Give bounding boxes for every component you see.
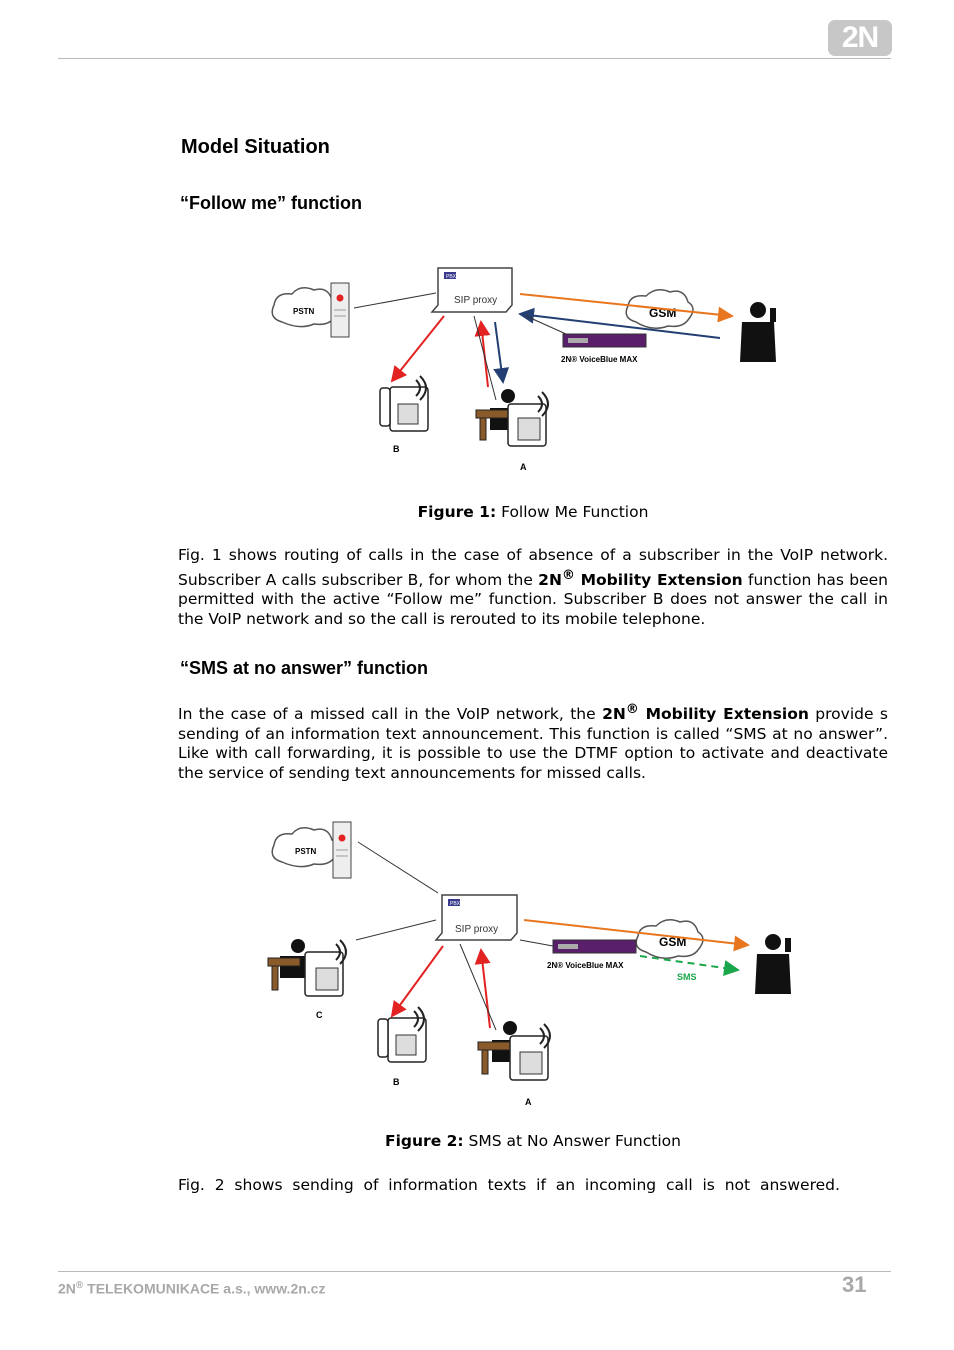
label-a: A: [525, 1097, 532, 1107]
follow-me-paragraph: Fig. 1 shows routing of calls in the cas…: [178, 546, 888, 629]
sip-proxy-icon: PBX SIP proxy: [432, 268, 512, 312]
sms-closing-paragraph: Fig. 2 shows sending of information text…: [178, 1176, 888, 1196]
pstn-cloud-icon: PSTN: [272, 288, 338, 327]
figure-2-caption-label: Figure 2:: [385, 1132, 464, 1150]
label-b: B: [393, 1077, 400, 1087]
pstn-server-icon: [331, 283, 349, 337]
section-title: Model Situation: [181, 136, 330, 159]
sms-product-brand: 2N: [602, 705, 626, 723]
follow-me-product-brand: 2N: [538, 571, 562, 589]
figure-1-caption-text: Follow Me Function: [496, 503, 648, 521]
phone-a-icon: A: [478, 1021, 550, 1107]
pstn-server-icon: [333, 822, 351, 878]
phone-b-icon: B: [378, 1007, 426, 1087]
footer-rule: [58, 1271, 891, 1272]
sms-label: SMS: [677, 972, 697, 982]
sip-proxy-label: SIP proxy: [455, 924, 498, 935]
mobile-subscriber-icon: [740, 302, 776, 362]
follow-me-heading: “Follow me” function: [180, 193, 362, 214]
sms-paragraph: In the case of a missed call in the VoIP…: [178, 700, 888, 783]
voiceblue-gateway-icon: 2N® VoiceBlue MAX: [561, 334, 646, 364]
figure-2-diagram: PSTN PBX SIP proxy GSM 2N® VoiceBlue MAX…: [260, 815, 800, 1110]
phone-c-icon: C: [268, 939, 346, 1020]
sip-proxy-icon: PBX SIP proxy: [436, 895, 517, 940]
label-b: B: [393, 444, 400, 454]
phone-b-icon: B: [380, 376, 428, 454]
label-c: C: [316, 1010, 323, 1020]
mobile-subscriber-icon: [755, 934, 791, 994]
follow-me-product-name: Mobility Extension: [575, 571, 743, 589]
header-rule: [58, 58, 891, 59]
gateway-label: 2N® VoiceBlue MAX: [547, 961, 624, 970]
sip-proxy-label: SIP proxy: [454, 295, 497, 306]
figure-2-caption-text: SMS at No Answer Function: [464, 1132, 681, 1150]
gateway-label: 2N® VoiceBlue MAX: [561, 355, 638, 364]
pstn-cloud-icon: PSTN: [272, 828, 338, 867]
sms-product-reg: ®: [626, 702, 639, 717]
pbx-label: PBX: [446, 274, 457, 280]
sms-heading: “SMS at no answer” function: [180, 658, 428, 679]
footer-company: 2N® TELEKOMUNIKACE a.s., www.2n.cz: [58, 1280, 325, 1297]
figure-1-caption: Figure 1: Follow Me Function: [178, 503, 888, 521]
label-a: A: [520, 462, 527, 472]
company-logo: 2N: [828, 20, 892, 56]
follow-me-product-reg: ®: [562, 568, 575, 583]
footer-company-rest: TELEKOMUNIKACE a.s., www.2n.cz: [83, 1281, 325, 1297]
pstn-label: PSTN: [295, 847, 317, 856]
voiceblue-gateway-icon: 2N® VoiceBlue MAX: [547, 940, 636, 970]
pstn-label: PSTN: [293, 307, 315, 316]
pbx-label: PBX: [450, 901, 461, 907]
page-number: 31: [842, 1272, 866, 1298]
sms-product-name: Mobility Extension: [639, 705, 809, 723]
sms-text-1: In the case of a missed call in the VoIP…: [178, 705, 602, 723]
figure-1-caption-label: Figure 1:: [418, 503, 497, 521]
phone-a-icon: A: [476, 389, 548, 472]
figure-1-diagram: PSTN PBX SIP proxy GSM 2N® VoiceBlue MAX: [260, 258, 800, 476]
figure-2-caption: Figure 2: SMS at No Answer Function: [178, 1132, 888, 1150]
footer-brand: 2N: [58, 1281, 76, 1297]
